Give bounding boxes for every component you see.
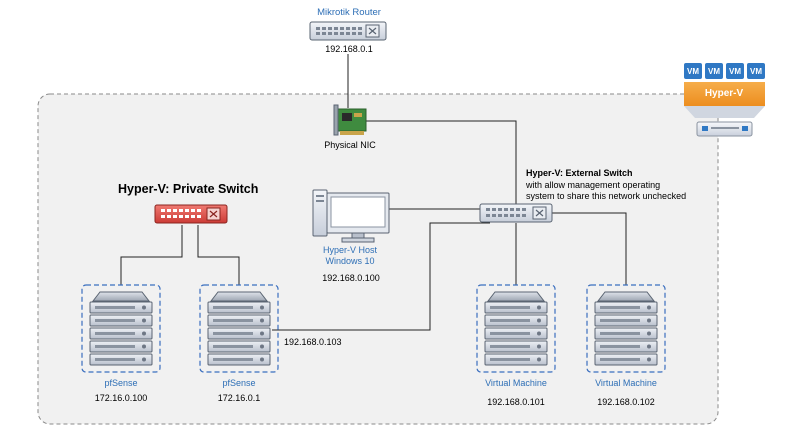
server-icon[interactable] <box>81 284 161 373</box>
vm-badge-label: VM <box>729 67 741 76</box>
server-ip: 172.16.0.1 <box>217 393 261 403</box>
vm-badge-label: VM <box>708 67 720 76</box>
server-name: pfSense <box>104 378 138 388</box>
router-icon[interactable] <box>309 21 387 41</box>
server-name: Virtual Machine <box>485 378 547 388</box>
connections <box>120 54 627 331</box>
hyperv-logo <box>684 63 765 137</box>
host-name-line1: Hyper-V Host <box>322 245 378 255</box>
server-ip: 192.168.0.102 <box>597 397 655 407</box>
link-nic-switch <box>358 120 517 205</box>
link-ip-label: 192.168.0.103 <box>284 337 342 347</box>
server-name: pfSense <box>222 378 256 388</box>
external-switch-note-2: system to share this network unchecked <box>526 191 687 201</box>
vm-badge-label: VM <box>687 67 699 76</box>
server-name: Virtual Machine <box>595 378 657 388</box>
private-switch-icon[interactable] <box>154 204 228 224</box>
server-ip: 192.168.0.101 <box>487 397 545 407</box>
link-private-pfsense1 <box>120 225 183 285</box>
link-switch-pfsense2 <box>272 222 490 331</box>
external-switch-note-1: with allow management operating <box>526 180 661 190</box>
hyperv-badge-title: Hyper-V <box>704 88 744 99</box>
nic-icon <box>333 104 367 136</box>
link-switch-vm2 <box>549 212 627 285</box>
vm-badge-label: VM <box>750 67 762 76</box>
external-switch-icon[interactable] <box>479 203 553 223</box>
host-ip: 192.168.0.100 <box>322 273 380 283</box>
server-icon[interactable] <box>476 284 556 373</box>
server-icon[interactable] <box>199 284 279 373</box>
server-icon[interactable] <box>586 284 666 373</box>
server-ip: 172.16.0.100 <box>94 393 148 403</box>
hyperv-boundary <box>37 93 719 425</box>
private-switch-title: Hyper-V: Private Switch <box>118 182 259 196</box>
host-computer-icon[interactable] <box>312 189 390 243</box>
router-ip: 192.168.0.1 <box>325 44 373 54</box>
nic-label: Physical NIC <box>324 140 376 150</box>
external-switch-title: Hyper-V: External Switch <box>526 168 633 178</box>
link-private-pfsense2 <box>197 225 240 285</box>
router-name: Mikrotik Router <box>317 7 381 18</box>
host-name-line2: Windows 10 <box>325 256 375 266</box>
